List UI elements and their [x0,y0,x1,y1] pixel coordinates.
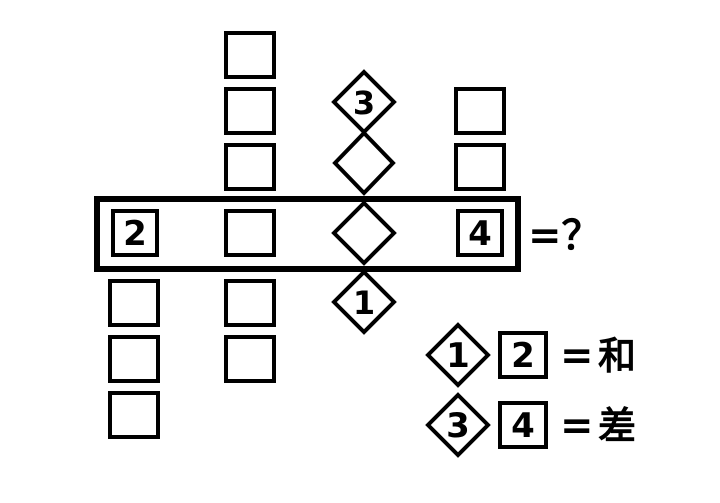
empty-diamond [331,200,397,266]
box-number: 4 [468,214,492,254]
empty-square [108,335,160,383]
empty-square [224,279,276,327]
legend-box [498,331,548,379]
legend-diamond-number: 1 [446,336,470,376]
empty-square [454,143,506,191]
empty-square [224,143,276,191]
diamond-top-number: 3 [353,84,375,122]
legend-result: 差 [598,404,636,448]
legend-diamond [425,392,491,458]
box-number: 2 [123,214,147,254]
numbered-square [111,209,159,257]
empty-square [224,87,276,135]
legend-box-number: 4 [511,406,535,446]
empty-square [224,31,276,79]
legend-result: 和 [598,334,636,378]
legend-box [498,401,548,449]
column-3-diamonds: 3 1 [331,69,397,335]
legend-equals: = [560,403,594,449]
legend-equals: = [560,333,594,379]
legend-diamond [425,322,491,388]
empty-square [224,209,276,257]
empty-square [108,279,160,327]
column-1 [108,279,160,439]
diamond-bottom [331,269,397,335]
diamond-bottom-number: 1 [353,284,375,322]
legend-row-2: 3 4 = 差 [425,392,636,458]
main-row-right-box: 4 [456,209,504,257]
legend-row-1: 1 2 = 和 [425,322,636,388]
empty-square [108,391,160,439]
column-2 [224,31,276,383]
legend-diamond-number: 3 [446,406,470,446]
equals-question: =？ [528,213,602,259]
column-4 [454,87,506,191]
empty-square [454,87,506,135]
main-row-left-box: 2 [111,209,159,257]
numbered-square [456,209,504,257]
empty-diamond [332,130,396,196]
legend-box-number: 2 [511,336,535,376]
empty-square [224,335,276,383]
main-row-frame [94,196,521,272]
